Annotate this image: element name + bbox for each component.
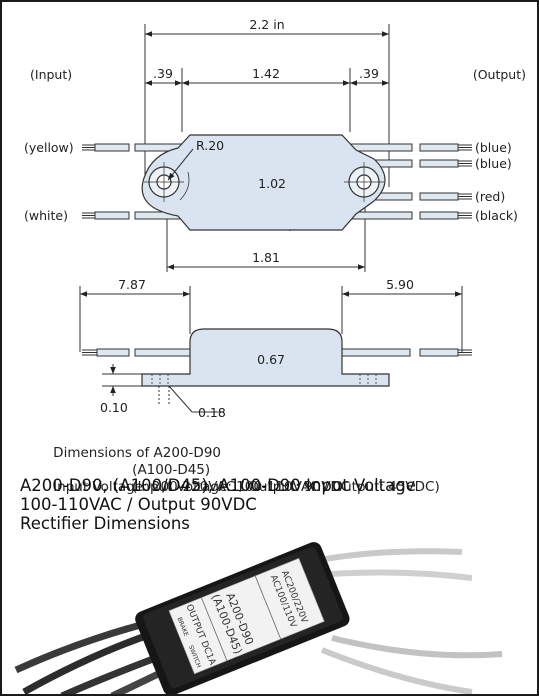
height-label: 1.02 (258, 176, 286, 191)
body-height-label: 0.67 (257, 352, 285, 367)
left-wires (82, 143, 186, 220)
wire-label-left-2: (white) (24, 208, 68, 223)
caption-line-1: Dimensions of A200-D90 Input Voltage: 20… (36, 428, 350, 513)
caption-model-1: Dimensions of A200-D90 (53, 445, 222, 461)
rectifier-photo: A200-D90 (A100-D45) AC200/220V AC100/110… (14, 542, 503, 694)
radius-label: R.20 (196, 138, 224, 153)
center-spacing-label: 1.42 (252, 66, 280, 81)
wire-label-right-4: (black) (475, 208, 518, 223)
hole-label: 0.18 (198, 405, 226, 420)
right-wires (346, 143, 472, 220)
mount-span-label: 1.81 (252, 250, 280, 265)
wire-label-left-1: (yellow) (24, 140, 74, 155)
dimension-drawing: 2.2 in (Input) (Output) .39 1.42 .39 R.2… (24, 17, 526, 420)
left-lead-label: 7.87 (118, 277, 146, 292)
rectifier-body-side (141, 328, 390, 387)
caption-spec-1: Input Voltage: 200-220VAC / Output: 90VD… (53, 479, 351, 495)
caption-spec-2: (Input Voltage: 100-110VAC / Output: 45V… (132, 479, 440, 495)
flange-thickness-label: 0.10 (100, 400, 128, 415)
left-spacing-label: .39 (153, 66, 173, 81)
right-spacing-label: .39 (359, 66, 379, 81)
wire-label-right-3: (red) (475, 189, 505, 204)
title-line-2: 100-110VAC / Output 90VDC (20, 495, 257, 514)
right-lead-label: 5.90 (386, 277, 414, 292)
product-title: A200-D90, (A100/D45), A100-D90 Input Vol… (20, 476, 416, 533)
title-line-1: A200-D90, (A100/D45), A100-D90 Input Vol… (20, 476, 416, 495)
title-line-3: Rectifier Dimensions (20, 514, 190, 533)
output-label: (Output) (473, 67, 526, 82)
wire-label-right-2: (blue) (475, 156, 512, 171)
caption-line-2: (A100-D45) (Input Voltage: 100-110VAC / … (115, 445, 440, 513)
input-label: (Input) (30, 67, 72, 82)
overall-width-label: 2.2 in (249, 17, 284, 32)
wire-label-right-1: (blue) (475, 140, 512, 155)
caption-model-2: (A100-D45) (132, 462, 211, 478)
